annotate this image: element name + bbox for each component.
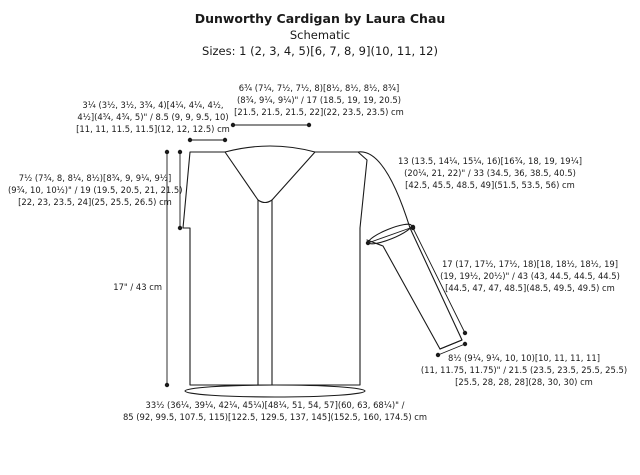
upper-arm-label: 13 (13.5, 14¼, 15¼, 16)[16¾, 18, 19, 19¼… [397, 156, 583, 191]
hem-circumference [184, 384, 366, 398]
armhole-depth-label: 7½ (7¾, 8, 8¼, 8½)[8¾, 9, 9¼, 9½] (9¾, 1… [8, 173, 183, 208]
hem-label: 33½ (36¼, 39¼, 42¼, 45¼)[48¼, 51, 54, 57… [122, 400, 428, 423]
sleeve-length-dim [412, 227, 466, 334]
upper-arm-dim [367, 226, 414, 244]
body-outline [182, 145, 368, 386]
sleeve-cuff [439, 339, 463, 350]
shoulder-label: 3¼ (3½, 3½, 3¾, 4)[4¼, 4¼, 4½, 4½](4¾, 4… [76, 100, 230, 135]
body-length-label: 17" / 43 cm [113, 282, 162, 292]
upper-arm-circumference [368, 223, 412, 245]
button-band [257, 199, 273, 204]
sizes-line: Sizes: 1 (2, 3, 4, 5)[6, 7, 8, 9](10, 11… [202, 44, 438, 58]
back-neck-label: 6¾ (7¼, 7½, 7½, 8)[8½, 8½, 8½, 8¾] (8¾, … [234, 83, 404, 118]
dimension-lines [166, 124, 466, 386]
schematic-subtitle: Schematic [289, 28, 351, 42]
cuff-label: 8½ (9¼, 9¼, 10, 10)[10, 11, 11, 11] (11,… [420, 353, 628, 388]
sleeve-length-label: 17 (17, 17½, 17½, 18)[18, 18½, 18½, 19] … [440, 259, 620, 294]
neckline-left [224, 151, 259, 386]
cuff-dim [437, 343, 466, 356]
dimension-endpoints [164, 122, 468, 388]
schematic-title: Dunworthy Cardigan by Laura Chau [194, 11, 446, 26]
neckline-right [271, 151, 316, 386]
